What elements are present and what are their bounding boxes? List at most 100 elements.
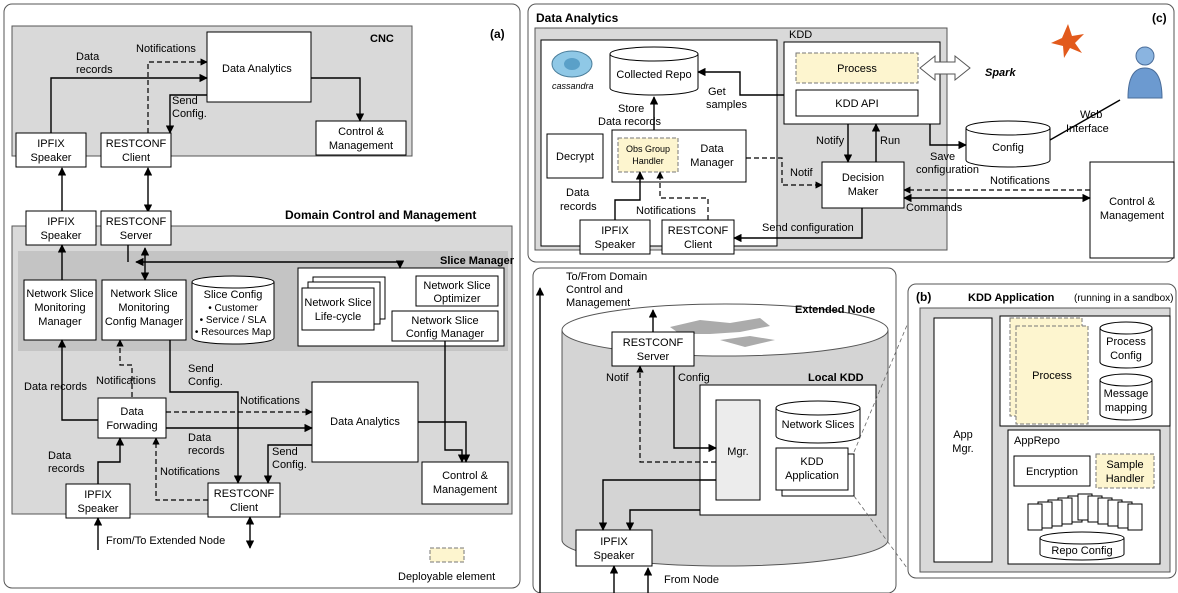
b-process: Process xyxy=(1032,370,1072,382)
slice-config-item-1: • Customer xyxy=(208,303,258,314)
apprepo-stack xyxy=(1027,493,1143,531)
ns-mm-2: Monitoring xyxy=(34,302,85,314)
kdd-api: KDD API xyxy=(835,98,878,110)
dcm-restconf-client-1: RESTCONF xyxy=(214,488,275,500)
network-slices-db: Network Slices xyxy=(775,400,861,444)
dcm-label-notifications-2: Notifications xyxy=(240,395,300,407)
dcm-ipfix-2: Speaker xyxy=(41,230,82,242)
legend-swatch xyxy=(429,547,465,563)
dcm-label-send-config-1a: Send xyxy=(188,363,214,375)
panel-c: Data Analytics (c) cassandra Collected R… xyxy=(527,3,1175,263)
c-label-send-configuration: Send configuration xyxy=(762,222,854,234)
c-label-store-1: Store xyxy=(618,103,644,115)
ns-lifecycle-box xyxy=(301,287,375,331)
slice-config-item-3: • Resources Map xyxy=(195,327,272,338)
c-label-notifications-2: Notifications xyxy=(990,175,1050,187)
cnc-send-config-2: Config. xyxy=(172,108,207,120)
user-icon xyxy=(1127,46,1163,99)
slice-config-db: Slice Config • Customer • Service / SLA … xyxy=(191,275,275,345)
b-process-box xyxy=(1015,325,1089,425)
c-label-save-config-2: configuration xyxy=(916,164,979,176)
ns-config-manager-2: Config Manager xyxy=(406,328,485,340)
en-restconf-2: Server xyxy=(637,351,670,363)
local-kdd-title: Local KDD xyxy=(808,372,864,384)
kdd-label: KDD xyxy=(789,29,812,41)
config-db: Config xyxy=(965,120,1051,168)
panel-c-title: Data Analytics xyxy=(536,11,619,25)
dcm-control-mgmt-1: Control & xyxy=(442,470,489,482)
c-restconf-2: Client xyxy=(684,239,712,251)
c-label-run: Run xyxy=(880,135,900,147)
dcm-ipfix-1: IPFIX xyxy=(47,216,75,228)
dcm-label-send-config-1b: Config. xyxy=(188,376,223,388)
dcm-label-data-records-3a: Data xyxy=(188,432,212,444)
cnc-send-config-1: Send xyxy=(172,95,198,107)
dcm-restconf-1: RESTCONF xyxy=(106,216,167,228)
dcm-control-mgmt-box xyxy=(421,461,509,505)
c-label-save-config-1: Save xyxy=(930,151,955,163)
cnc-data-records-1: Data xyxy=(76,51,100,63)
obs-group-handler-1: Obs Group xyxy=(626,144,670,154)
dcm-restconf-client-2: Client xyxy=(230,502,258,514)
dcm-label-data-records-2a: Data xyxy=(48,450,72,462)
dcm-label-data-records-3b: records xyxy=(188,445,225,457)
kdd-process-box xyxy=(795,52,919,84)
ns-mcm-2: Monitoring xyxy=(118,302,169,314)
cassandra-text: cassandra xyxy=(552,81,594,91)
spark-logo: Spark xyxy=(985,24,1084,79)
decrypt: Decrypt xyxy=(556,151,594,163)
ns-monitoring-config-manager-box xyxy=(101,279,187,341)
ns-optimizer-box xyxy=(415,275,499,307)
dcm-label-data-records-2b: records xyxy=(48,463,85,475)
dcm-control-mgmt-2: Management xyxy=(433,484,497,496)
c-label-notif: Notif xyxy=(790,167,814,179)
repo-config: Repo Config xyxy=(1051,545,1112,557)
process-config-db: Process Config xyxy=(1099,321,1153,369)
spark-link-arrow xyxy=(919,54,971,82)
cnc-data-analytics-box xyxy=(206,31,312,103)
ns-config-manager-1: Network Slice xyxy=(411,315,478,327)
data-forwarding-box xyxy=(97,397,167,439)
ns-mm-3: Manager xyxy=(38,316,82,328)
decision-maker-1: Decision xyxy=(842,172,884,184)
dcm-label-send-config-2b: Config. xyxy=(272,459,307,471)
panel-a: (a) CNC Data Analytics Control & Managem… xyxy=(3,3,521,589)
en-title: Extended Node xyxy=(795,304,875,316)
kdd-process: Process xyxy=(837,63,877,75)
en-config: Config xyxy=(678,372,710,384)
dcm-data-analytics: Data Analytics xyxy=(330,416,400,428)
cnc-ipfix-speaker-box xyxy=(15,132,87,168)
sample-handler-1: Sample xyxy=(1106,459,1143,471)
cnc-control-mgmt-1: Control & xyxy=(338,126,385,138)
cnc-region: CNC Data Analytics Control & Management … xyxy=(11,25,413,168)
dcm-restconf-server-box xyxy=(100,210,172,246)
app-mgr-2: Mgr. xyxy=(952,443,973,455)
en-ipfix-speaker-box xyxy=(575,529,653,567)
dcm-label-data-records-1: Data records xyxy=(24,381,87,393)
en-to-from-3: Management xyxy=(566,297,630,309)
c-label-get-samples-1: Get xyxy=(708,86,726,98)
en-restconf-1: RESTCONF xyxy=(623,337,684,349)
kdd-application-1: KDD xyxy=(800,456,823,468)
extended-node-panel: To/From Domain Control and Management Ex… xyxy=(532,267,897,593)
slice-config-item-2: • Service / SLA xyxy=(200,315,267,326)
c-ipfix-1: IPFIX xyxy=(601,225,629,237)
ns-mm-1: Network Slice xyxy=(26,288,93,300)
c-label-get-samples-2: samples xyxy=(706,99,747,111)
cnc-notifications: Notifications xyxy=(136,43,196,55)
message-mapping-db: Message mapping xyxy=(1099,373,1153,421)
panel-c-tag: (c) xyxy=(1152,11,1167,25)
process-config-2: Config xyxy=(1110,350,1142,362)
collected-repo: Collected Repo xyxy=(616,69,691,81)
ns-optimizer-1: Network Slice xyxy=(423,280,490,292)
encryption-box xyxy=(1013,455,1091,487)
from-to-extended-node: From/To Extended Node xyxy=(106,535,225,547)
message-mapping-1: Message xyxy=(1104,388,1149,400)
slice-manager-title: Slice Manager xyxy=(440,255,515,267)
c-ipfix-2: Speaker xyxy=(595,239,636,251)
kdd-application-box xyxy=(775,447,849,491)
ns-mcm-3: Config Manager xyxy=(105,316,184,328)
cnc-control-mgmt-2: Management xyxy=(329,140,393,152)
ns-optimizer-2: Optimizer xyxy=(433,293,480,305)
